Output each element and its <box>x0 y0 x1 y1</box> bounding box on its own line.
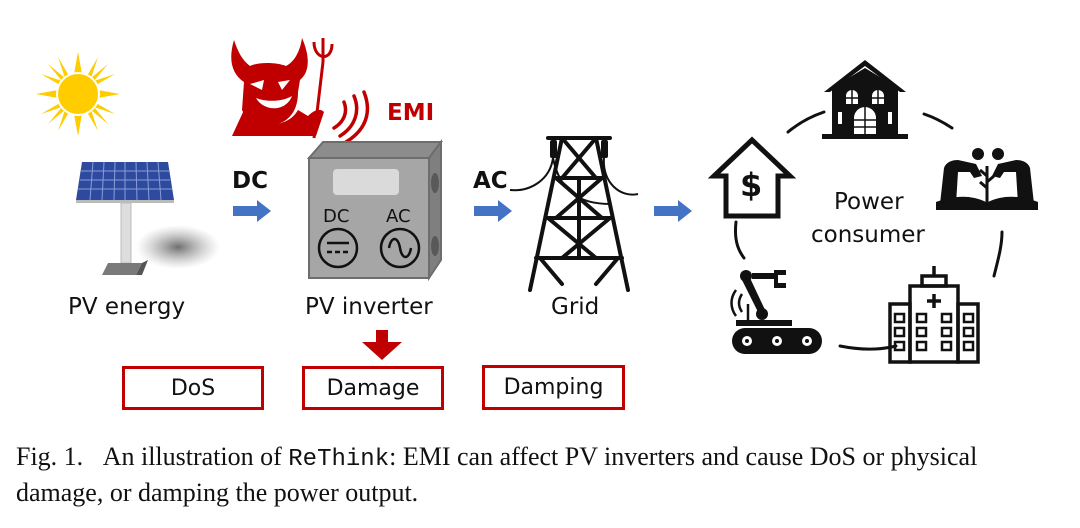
dc-flow-arrow <box>233 200 271 222</box>
effect-damping-box: Damping <box>482 365 625 410</box>
devil-attacker-icon <box>231 38 334 139</box>
residential-house-icon <box>822 60 908 139</box>
effect-dos-label: DoS <box>170 375 216 401</box>
dollar-sign: $ <box>740 166 763 204</box>
pv-inverter-label: PV inverter <box>305 294 433 320</box>
damage-arrow <box>362 330 402 360</box>
ac-flow-label: AC <box>473 168 508 194</box>
caption-text-after: : EMI can affect PV inverters and cause … <box>16 442 978 507</box>
pv-energy-label: PV energy <box>68 294 186 320</box>
effect-damage-box: Damage <box>302 366 444 410</box>
inverter-ac-label: AC <box>386 206 411 227</box>
emi-label: EMI <box>387 100 435 126</box>
effect-damage-label: Damage <box>326 375 420 401</box>
emi-waves-icon <box>332 90 370 144</box>
power-consumer-label-line1: Power <box>834 189 904 215</box>
money-house-icon <box>707 136 797 219</box>
caption-text-before: An illustration of <box>102 442 289 471</box>
consumer-cycle-ring <box>734 110 1004 351</box>
inverter-dc-label: DC <box>323 206 350 227</box>
solar-panel-icon <box>76 161 220 275</box>
figure-caption: Fig. 1. An illustration of ReThink: EMI … <box>16 440 1066 509</box>
ac-flow-arrow <box>474 200 512 222</box>
caption-system-name: ReThink <box>288 446 390 473</box>
transmission-tower-icon <box>509 136 639 292</box>
dc-flow-label: DC <box>232 168 268 194</box>
effect-damping-label: Damping <box>503 375 604 400</box>
hospital-icon <box>888 266 980 364</box>
sun-icon <box>36 52 120 136</box>
agriculture-icon <box>936 148 1038 210</box>
caption-prefix: Fig. 1. <box>16 442 84 471</box>
industrial-robot-icon <box>730 270 822 354</box>
grid-to-consumer-arrow <box>654 200 692 222</box>
pv-inverter-icon <box>306 139 443 282</box>
power-consumer-label-line2: consumer <box>811 222 925 248</box>
effect-dos-box: DoS <box>122 366 264 410</box>
grid-label: Grid <box>551 294 600 320</box>
